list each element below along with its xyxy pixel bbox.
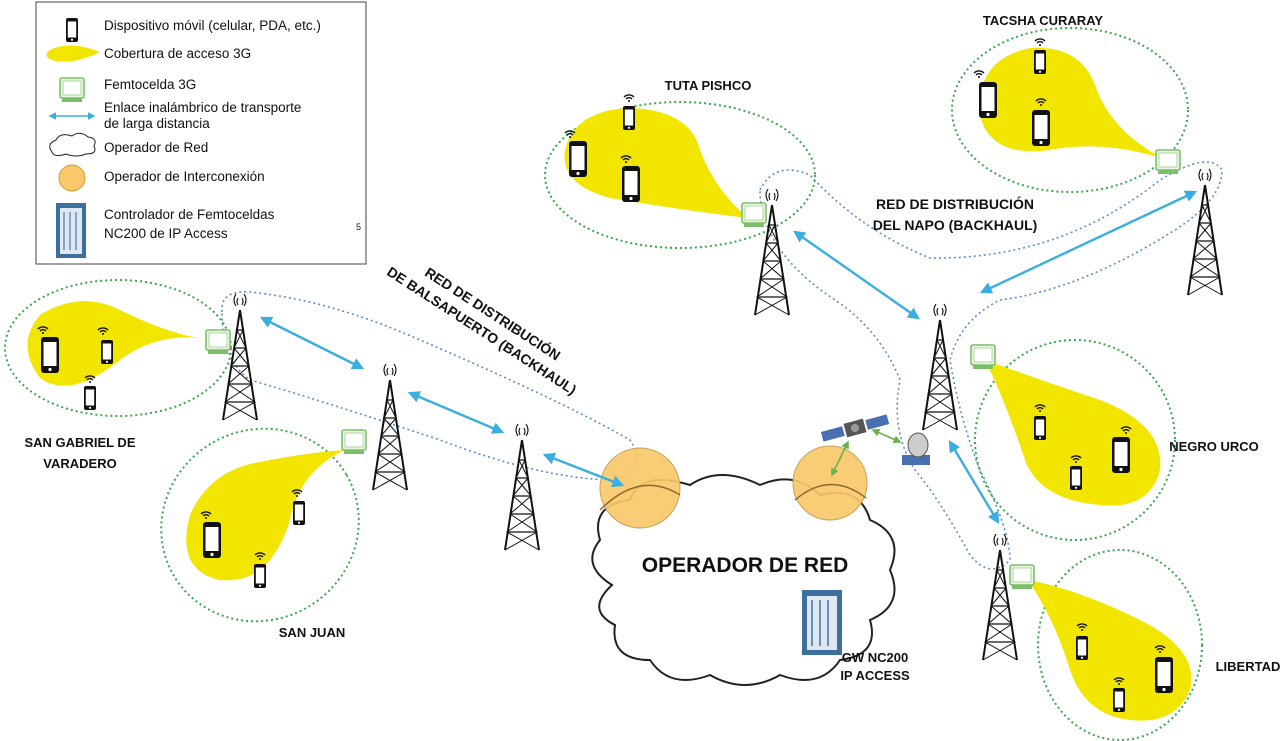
- legend-label-femtocell: Femtocelda 3G: [104, 77, 196, 92]
- coverage-blob-icon: [46, 45, 100, 62]
- satellite-icon: [820, 414, 890, 442]
- napo-network-label-2: DEL NAPO (BACKHAUL): [873, 217, 1038, 233]
- ground-station-icon: [902, 432, 930, 465]
- tower-libertad: [982, 533, 1018, 661]
- tower-tacsha: [1187, 168, 1223, 296]
- operator-cloud-label: OPERADOR DE RED: [642, 554, 849, 577]
- interconnection-circle-icon: [58, 164, 86, 192]
- legend-label-mobile: Dispositivo móvil (celular, PDA, etc.): [104, 18, 321, 33]
- san-juan-cell: [160, 427, 360, 623]
- tacsha-curaray-cell: [951, 27, 1189, 193]
- site-label-tuta: TUTA PISHCO: [665, 78, 752, 93]
- tower-san-gabriel: [222, 293, 258, 421]
- tower-balsapuerto: [504, 423, 540, 551]
- balsapuerto-backhaul-zone: [221, 291, 638, 481]
- tower-san-juan: [372, 363, 408, 491]
- tower-napo-hub: [922, 303, 958, 431]
- interconnection-circle-left: [599, 447, 681, 529]
- wireless-links: [259, 190, 1198, 525]
- page-mark: 5: [356, 222, 361, 232]
- cloud-icon: [49, 132, 96, 157]
- libertad-cell: [1037, 549, 1203, 741]
- legend-label-link-2: de larga distancia: [104, 116, 210, 131]
- femtocell-icon: [59, 77, 85, 103]
- gw-nc200-rack-icon: [802, 590, 842, 655]
- server-rack-icon: [56, 203, 86, 258]
- legend-label-interconnection: Operador de Interconexión: [104, 169, 265, 184]
- legend-label-controller: Controlador de Femtoceldas: [104, 207, 275, 222]
- site-label-libertad: LIBERTAD: [1216, 659, 1281, 674]
- legend: Dispositivo móvil (celular, PDA, etc.) C…: [35, 1, 367, 265]
- san-gabriel-cell: [4, 279, 232, 417]
- site-label-san-gabriel-1: SAN GABRIEL DE: [25, 435, 136, 450]
- gw-label-2: IP ACCESS: [840, 668, 910, 683]
- legend-label-cloud: Operador de Red: [104, 140, 208, 155]
- negro-urco-cell: [974, 339, 1176, 541]
- tuta-pishco-cell: [544, 101, 816, 249]
- site-label-tacsha: TACSHA CURARAY: [983, 13, 1103, 28]
- mobile-device-icon: [66, 18, 78, 42]
- napo-network-label-1: RED DE DISTRIBUCIÓN: [876, 195, 1034, 212]
- site-label-san-juan: SAN JUAN: [279, 625, 345, 640]
- balsapuerto-network-label-2: DE BALSAPUERTO (BACKHAUL): [384, 263, 579, 397]
- interconnection-circle-right: [792, 445, 868, 521]
- legend-label-coverage: Cobertura de acceso 3G: [104, 46, 251, 61]
- legend-label-link: Enlace inalámbrico de transporte: [104, 100, 301, 115]
- legend-label-controller-2: NC200 de IP Access: [104, 226, 228, 241]
- site-label-san-gabriel-2: VARADERO: [43, 456, 116, 471]
- site-label-negro-urco: NEGRO URCO: [1169, 439, 1259, 454]
- gw-label-1: GW NC200: [842, 650, 908, 665]
